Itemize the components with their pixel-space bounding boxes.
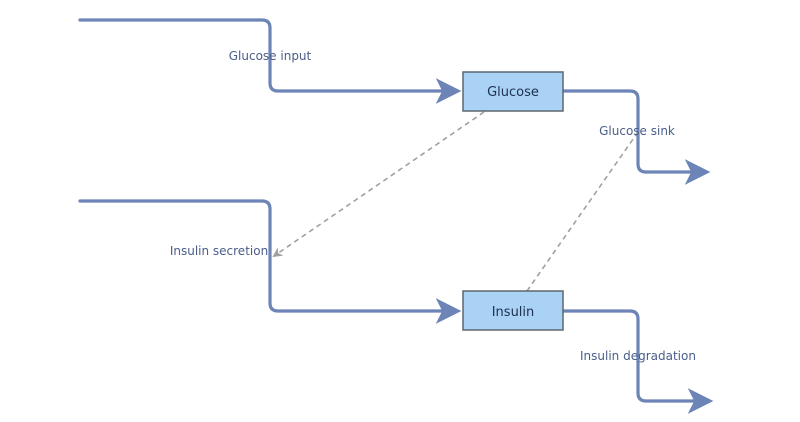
- insulin-stock[interactable]: Insulin: [462, 290, 564, 331]
- insulin-secretion-label: Insulin secretion: [170, 244, 268, 258]
- glucose-input-label: Glucose input: [229, 49, 312, 63]
- glucose-to-insulin-secretion-link[interactable]: [272, 111, 485, 258]
- glucose-stock-label: Glucose: [487, 85, 539, 100]
- insulin-to-glucose-sink-link[interactable]: [526, 131, 639, 292]
- glucose-input-flow[interactable]: [78, 18, 462, 104]
- insulin-degradation-label: Insulin degradation: [580, 349, 696, 363]
- insulin-degradation-flow[interactable]: [562, 309, 714, 414]
- glucose-stock[interactable]: Glucose: [462, 71, 564, 112]
- insulin-stock-label: Insulin: [492, 305, 535, 320]
- insulin-secretion-flow[interactable]: [78, 199, 462, 324]
- glucose-sink-label: Glucose sink: [599, 124, 675, 138]
- glucose-sink-flow[interactable]: [562, 89, 711, 185]
